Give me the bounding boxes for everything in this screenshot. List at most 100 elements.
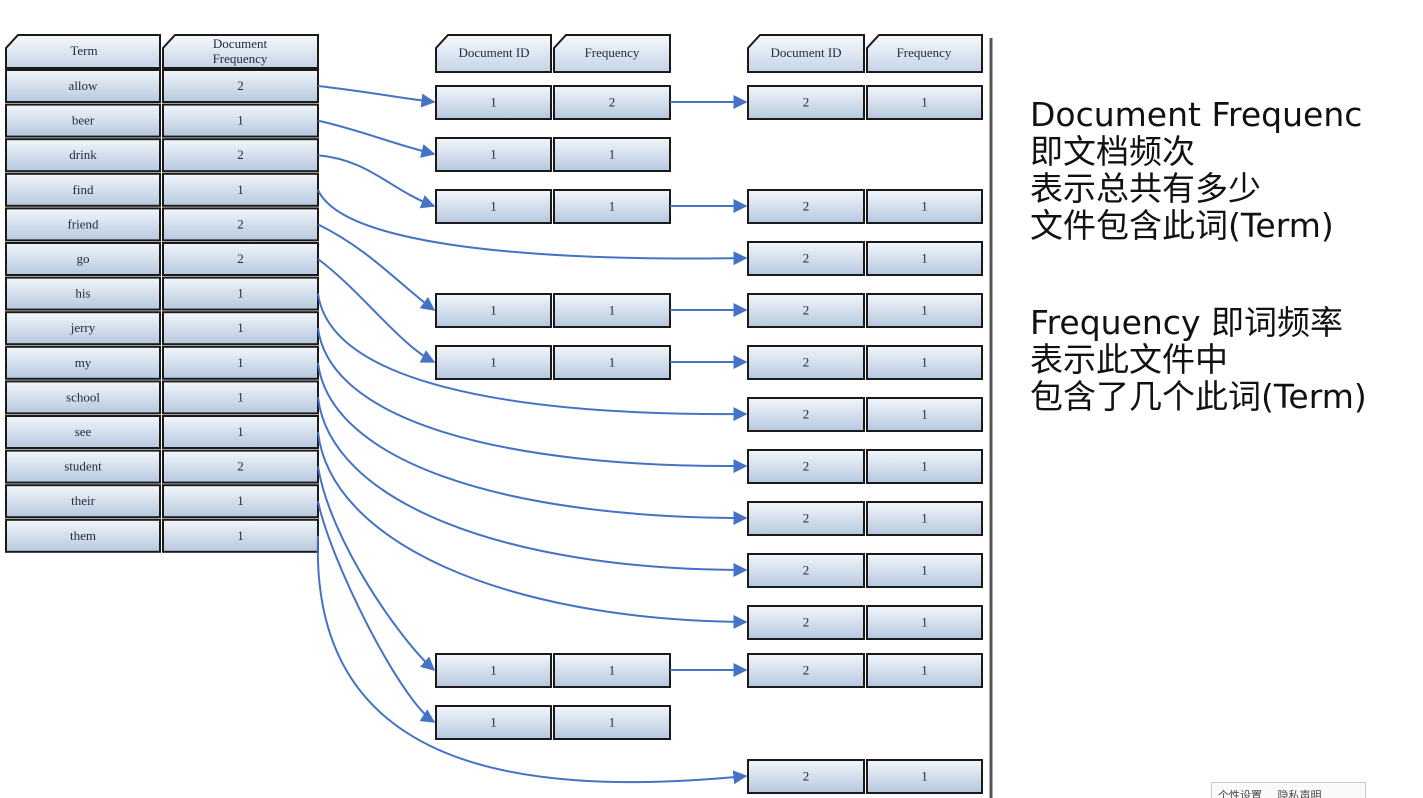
term-cell-box — [5, 345, 161, 380]
frequency-cell: 1 — [921, 198, 928, 213]
frequency-cell: 1 — [609, 354, 616, 369]
posting-col2-header: Document ID Frequency — [747, 34, 983, 73]
frequency-cell-box — [866, 397, 983, 432]
doc-frequency-cell-box — [162, 484, 319, 519]
term-cell-box — [5, 449, 161, 484]
frequency-cell: 1 — [609, 198, 616, 213]
doc-id-cell: 2 — [803, 302, 810, 317]
frequency-cell-box — [866, 605, 983, 640]
term-cell-box — [5, 242, 161, 276]
personal-settings-link[interactable]: 个性设置 — [1218, 789, 1262, 798]
term-cell-box — [5, 311, 161, 346]
term-row: them 1 — [5, 518, 319, 553]
col1-docid-header-label: Document ID — [458, 45, 529, 60]
col2-frequency-header-label: Frequency — [897, 45, 952, 60]
doc-id-cell-box — [435, 293, 552, 328]
doc-frequency-cell-box — [162, 415, 319, 449]
doc-frequency-cell: 1 — [237, 528, 244, 543]
term-cell: jerry — [70, 320, 96, 335]
frequency-cell: 1 — [921, 406, 928, 421]
doc-id-cell: 2 — [803, 198, 810, 213]
term-cell-box — [5, 138, 161, 173]
col1-docid-header-tab — [435, 34, 552, 73]
frequency-cell: 1 — [609, 302, 616, 317]
term-cell: student — [64, 459, 102, 474]
notes-spacer — [1030, 244, 1420, 304]
inverted-index-diagram: Term Document Frequency Document ID Freq… — [5, 34, 993, 798]
doc-id-cell-box — [747, 759, 865, 794]
frequency-cell-box — [866, 501, 983, 536]
posting-col1-header: Document ID Frequency — [435, 34, 671, 73]
posting-arrow — [317, 189, 748, 266]
term-cell: their — [71, 493, 95, 508]
frequency-cell-box — [866, 449, 983, 484]
doc-id-cell: 2 — [803, 768, 810, 783]
frequency-cell: 1 — [921, 562, 928, 577]
term-cell-box — [5, 484, 161, 519]
frequency-cell-box — [553, 293, 671, 328]
frequency-cell-box — [866, 293, 983, 328]
frequency-cell-box — [866, 189, 983, 224]
posting-arrow — [317, 500, 436, 723]
doc-frequency-header-label-line2: Frequency — [213, 51, 268, 66]
col2-docid-header-tab — [747, 34, 865, 73]
corner-settings-widget[interactable]: 个性设置 隐私声明 — [1211, 782, 1366, 798]
doc-id-cell: 2 — [803, 562, 810, 577]
frequency-cell-box — [553, 137, 671, 172]
privacy-link[interactable]: 隐私声明 — [1277, 789, 1322, 798]
doc-frequency-cell: 1 — [237, 389, 244, 404]
frequency-cell: 1 — [921, 94, 928, 109]
doc-id-cell: 2 — [803, 250, 810, 265]
doc-id-cell-box — [435, 705, 552, 740]
frequency-cell-box — [866, 553, 983, 588]
frequency-cell-box — [553, 705, 671, 740]
term-cell: school — [66, 389, 100, 404]
frequency-cell-box — [866, 759, 983, 794]
frequency-cell: 1 — [921, 458, 928, 473]
term-cell: them — [70, 528, 96, 543]
doc-id-cell: 2 — [803, 458, 810, 473]
frequency-cell-box — [553, 85, 671, 120]
doc-frequency-cell: 1 — [237, 182, 244, 197]
frequency-cell: 1 — [921, 614, 928, 629]
term-cell-box — [5, 207, 161, 242]
posting-arrow — [317, 119, 436, 158]
doc-id-cell-box — [747, 553, 865, 588]
term-cell: beer — [72, 113, 95, 128]
doc-frequency-cell: 2 — [237, 251, 244, 266]
doc-id-cell: 1 — [490, 714, 497, 729]
term-header-tab — [5, 34, 161, 69]
col2-docid-header-label: Document ID — [770, 45, 841, 60]
frequency-cell: 1 — [921, 510, 928, 525]
doc-id-cell: 1 — [490, 302, 497, 317]
doc-frequency-cell: 1 — [237, 424, 244, 439]
doc-id-cell: 1 — [490, 146, 497, 161]
posting-arrow — [317, 431, 748, 629]
term-cell-box — [5, 380, 161, 415]
doc-frequency-cell: 1 — [237, 355, 244, 370]
doc-id-cell: 1 — [490, 94, 497, 109]
freq-note-line: Frequency 即词频率 — [1030, 303, 1343, 342]
term-cell-box — [5, 172, 161, 207]
term-row: student 2 — [5, 449, 319, 484]
explanation-notes: Document Frequenc 即文档频次 表示总共有多少 文件包含此词(T… — [1030, 96, 1420, 415]
doc-frequency-cell: 2 — [237, 78, 244, 93]
doc-frequency-cell: 2 — [237, 459, 244, 474]
